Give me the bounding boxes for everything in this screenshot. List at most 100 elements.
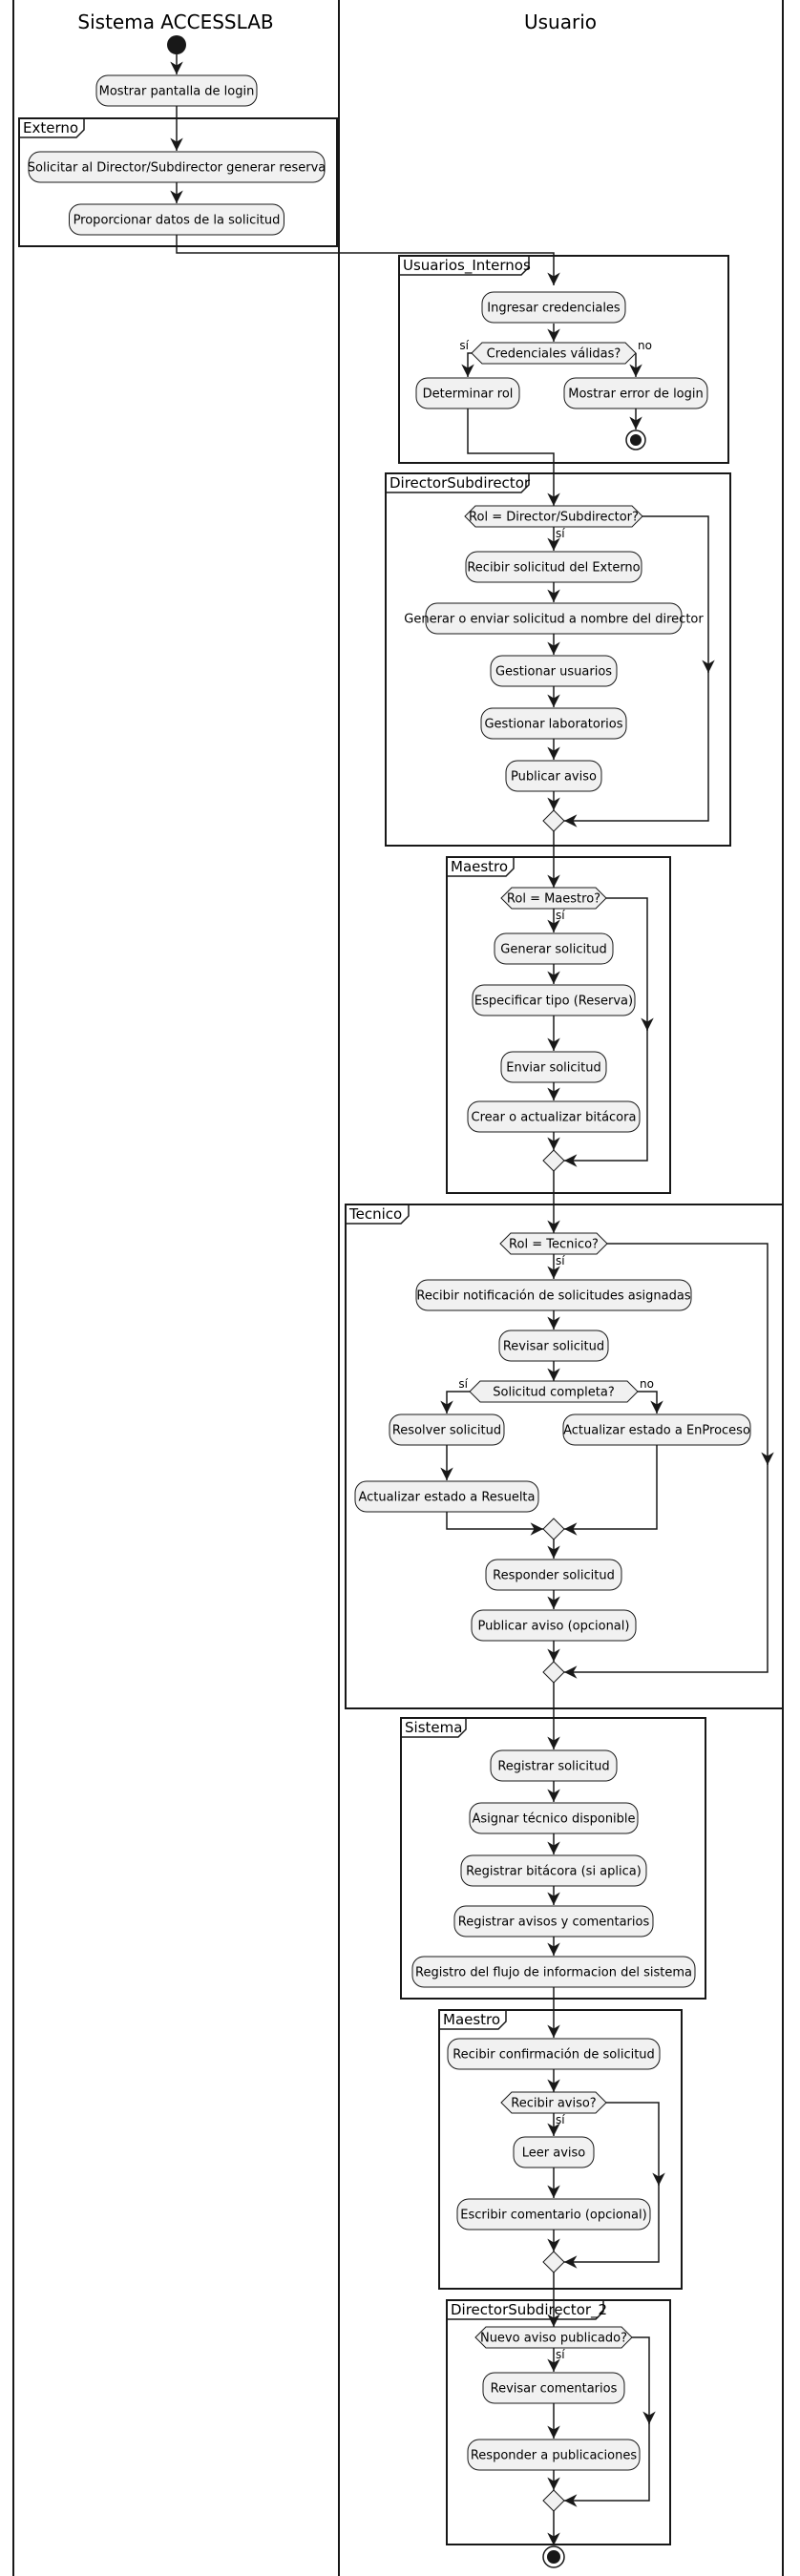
activity-credenciales xyxy=(481,291,626,324)
frame-label-tecnico: Tecnico xyxy=(348,1205,402,1223)
stop-node-error xyxy=(625,429,646,450)
activity-asignar_tecnico xyxy=(469,1802,639,1834)
guard-si: sí xyxy=(556,1254,565,1267)
decision-label-credenciales_validas: Credenciales válidas? xyxy=(487,347,621,362)
activity-label-leer_aviso: Leer aviso xyxy=(522,2147,586,2161)
activity-label-resolver: Resolver solicitud xyxy=(392,1424,501,1438)
stop-node-error-inner xyxy=(630,434,642,446)
lane-title-sistema: Sistema ACCESSLAB xyxy=(77,10,273,33)
merge-node xyxy=(542,2251,565,2273)
frame-usuarios_internos xyxy=(398,255,729,464)
merge-node xyxy=(542,2489,565,2512)
frame-tab-director xyxy=(386,473,530,493)
flow-edge xyxy=(564,1445,658,1536)
activity-label-solicitar: Solicitar al Director/Subdirector genera… xyxy=(28,161,326,176)
activity-label-estado_enproceso: Actualizar estado a EnProceso xyxy=(563,1424,750,1438)
decision-label-rol_director: Rol = Director/Subdirector? xyxy=(469,511,639,525)
activity-label-especificar_tipo: Especificar tipo (Reserva) xyxy=(474,995,633,1009)
guard-si: sí xyxy=(556,2113,565,2126)
activity-generar_director xyxy=(425,602,683,635)
frame-label-externo: Externo xyxy=(23,119,78,136)
activity-recibir_notificacion xyxy=(415,1279,692,1311)
flow-edge xyxy=(638,1391,663,1414)
frame-maestro xyxy=(446,856,671,1194)
activity-resolver xyxy=(389,1414,505,1446)
activity-label-responder: Responder solicitud xyxy=(493,1569,615,1583)
activity-label-registrar_bitacora: Registrar bitácora (si aplica) xyxy=(466,1865,642,1879)
activity-responder xyxy=(485,1559,622,1591)
activity-estado_enproceso xyxy=(562,1414,751,1446)
activity-registrar_solicitud xyxy=(490,1749,618,1782)
decision-recibir_aviso xyxy=(500,2091,607,2114)
merge-node xyxy=(542,1518,565,1540)
decision-label-rol_tecnico: Rol = Tecnico? xyxy=(509,1238,599,1252)
frame-tecnico xyxy=(345,1204,784,1709)
activity-generar_solicitud xyxy=(494,932,614,965)
frame-maestro2 xyxy=(438,2009,683,2290)
flow-edge xyxy=(446,1512,543,1536)
flow-edge xyxy=(461,352,474,377)
activity-responder_publicaciones xyxy=(467,2439,641,2471)
frame-tab-sistema xyxy=(401,1718,467,1738)
guard-si: sí xyxy=(459,339,469,352)
flow-edge xyxy=(440,1391,470,1414)
frame-tab-maestro xyxy=(447,857,515,877)
guard-si: sí xyxy=(556,909,565,922)
activity-label-gestionar_labs: Gestionar laboratorios xyxy=(484,718,622,732)
decision-nuevo_aviso xyxy=(474,2326,633,2349)
flow-edge xyxy=(564,2419,650,2507)
flow-edge xyxy=(564,2181,660,2269)
frame-label-director: DirectorSubdirector xyxy=(389,474,531,492)
flow-edge xyxy=(632,2336,656,2424)
frame-label-usuarios_internos: Usuarios_Internos xyxy=(403,257,531,275)
frame-label-sistema: Sistema xyxy=(405,1719,462,1736)
decision-rol_director xyxy=(464,505,643,528)
guard-no: no xyxy=(640,1377,654,1391)
activity-label-revisar_solicitud: Revisar solicitud xyxy=(503,1340,604,1354)
flow-edge xyxy=(467,408,560,506)
activity-label-generar_director: Generar o enviar solicitud a nombre del … xyxy=(404,613,704,627)
activity-label-credenciales: Ingresar credenciales xyxy=(487,302,621,316)
flow-edge xyxy=(564,668,709,827)
activity-crear_bitacora xyxy=(467,1100,641,1133)
decision-label-solicitud_completa: Solicitud completa? xyxy=(493,1386,615,1400)
activity-label-error_login: Mostrar error de login xyxy=(568,387,703,402)
activity-label-login: Mostrar pantalla de login xyxy=(99,85,255,99)
activity-label-recibir_externo: Recibir solicitud del Externo xyxy=(467,561,640,576)
activity-label-revisar_comentarios: Revisar comentarios xyxy=(491,2382,618,2397)
decision-label-nuevo_aviso: Nuevo aviso publicado? xyxy=(480,2332,627,2346)
activity-label-registro_flujo: Registro del flujo de informacion del si… xyxy=(415,1966,692,1980)
frame-externo xyxy=(18,117,338,247)
lane-title-usuario: Usuario xyxy=(524,10,597,33)
activity-enviar_solicitud xyxy=(500,1051,607,1083)
activity-label-gestionar_usuarios: Gestionar usuarios xyxy=(495,665,612,680)
activity-registro_flujo xyxy=(411,1956,696,1988)
flow-edge xyxy=(176,235,560,285)
guard-si: sí xyxy=(556,527,565,540)
frame-tab-maestro2 xyxy=(439,2010,507,2030)
flow-edge xyxy=(606,2102,665,2186)
decision-label-rol_maestro: Rol = Maestro? xyxy=(507,892,600,907)
activity-label-publicar_opcional: Publicar aviso (opcional) xyxy=(478,1620,630,1634)
activity-label-crear_bitacora: Crear o actualizar bitácora xyxy=(472,1111,637,1125)
frame-label-maestro: Maestro xyxy=(451,858,508,875)
activity-gestionar_labs xyxy=(480,707,627,740)
decision-credenciales_validas xyxy=(471,342,637,365)
merge-node xyxy=(542,809,565,832)
guard-si: sí xyxy=(556,2348,565,2361)
activity-escribir_comentario xyxy=(456,2198,651,2230)
frame-tab-director2 xyxy=(447,2300,604,2320)
guard-si: sí xyxy=(458,1377,468,1391)
activity-gestionar_usuarios xyxy=(490,655,618,687)
activity-error_login xyxy=(563,377,708,409)
flow-edge xyxy=(564,1026,648,1167)
decision-rol_tecnico xyxy=(499,1232,608,1255)
activity-especificar_tipo xyxy=(472,984,636,1016)
activity-publicar_aviso xyxy=(505,760,602,792)
activity-label-determinar_rol: Determinar rol xyxy=(423,387,514,402)
flow-edge xyxy=(642,515,715,673)
activity-leer_aviso xyxy=(513,2136,595,2168)
activity-label-asignar_tecnico: Asignar técnico disponible xyxy=(472,1812,635,1827)
activity-registrar_avisos xyxy=(453,1905,654,1937)
frame-label-director2: DirectorSubdirector_2 xyxy=(451,2301,607,2319)
